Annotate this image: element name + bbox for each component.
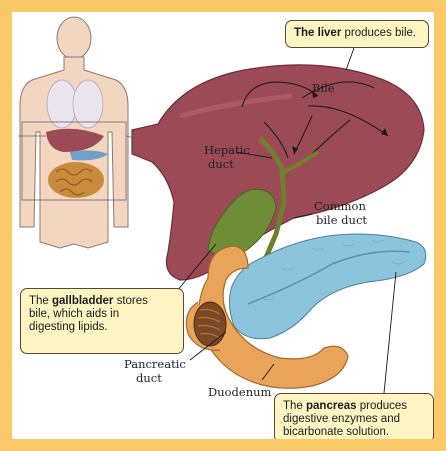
- duodenum-label: Duodenum: [208, 385, 272, 399]
- digestive-organs-illustration: Bile Hepatic duct Common bile duct Pancr…: [12, 12, 434, 439]
- head: [57, 17, 91, 59]
- pancreas-callout-bold: pancreas: [306, 400, 357, 412]
- hepatic-duct-label: Hepatic: [204, 143, 250, 157]
- pancreas-callout: The pancreas produces digestive enzymes …: [274, 393, 434, 439]
- duodenum-cutaway: [194, 302, 226, 346]
- liver-callout: The liver produces bile.: [285, 20, 429, 48]
- gallbladder-callout: The gallbladder stores bile, which aids …: [20, 288, 184, 354]
- diagram-panel: Bile Hepatic duct Common bile duct Pancr…: [12, 12, 434, 439]
- liver-callout-rest: produces bile.: [341, 27, 416, 39]
- bile-label: Bile: [312, 81, 335, 95]
- pancreas-callout-rest: produces: [357, 400, 408, 412]
- pancreatic-duct-label: Pancreatic: [124, 357, 186, 371]
- pancreatic-duct-label-line2: duct: [136, 371, 162, 385]
- pancreas: [229, 234, 425, 339]
- gallbladder-callout-pre: The: [29, 295, 52, 307]
- pancreas-callout-line2: digestive enzymes and: [283, 413, 425, 426]
- gallbladder-callout-bold: gallbladder: [52, 295, 113, 307]
- liver-callout-text: The liver produces bile.: [294, 27, 420, 40]
- liver-callout-bold: The liver: [294, 27, 341, 39]
- pancreas-callout-line3: bicarbonate solution.: [283, 426, 425, 439]
- hepatic-duct-label-line2: duct: [208, 157, 234, 171]
- right-lung: [73, 80, 103, 128]
- left-lung: [47, 80, 77, 128]
- pancreas-callout-pre: The: [283, 400, 306, 412]
- gallbladder-callout-line1: The gallbladder stores: [29, 295, 175, 308]
- gallbladder-callout-rest: stores: [113, 295, 148, 307]
- gallbladder-callout-line2: bile, which aids in: [29, 308, 175, 321]
- common-bile-duct-label: Common: [314, 199, 366, 213]
- gallbladder-callout-line3: digesting lipids.: [29, 321, 175, 334]
- pancreas-callout-line1: The pancreas produces: [283, 400, 425, 413]
- mini-intestine: [48, 162, 104, 198]
- common-bile-duct-label-line2: bile duct: [316, 213, 367, 227]
